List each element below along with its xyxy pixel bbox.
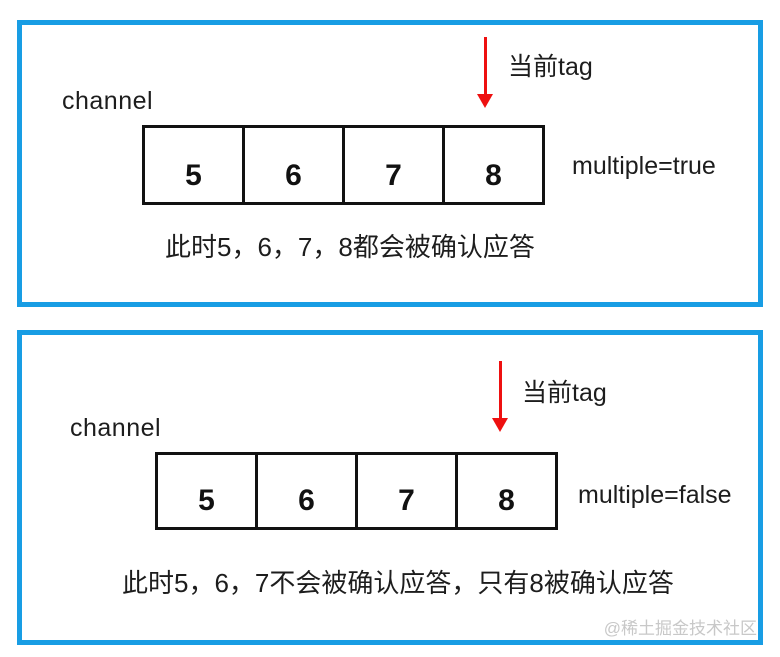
panel-caption: 此时5，6，7不会被确认应答，只有8被确认应答 [122, 568, 674, 598]
channel-cell-6: 6 [245, 128, 345, 202]
channel-cell-7: 7 [345, 128, 445, 202]
channel-label: channel [70, 414, 162, 442]
current-tag-arrow-icon [469, 37, 501, 108]
arrow-head-icon [477, 94, 493, 108]
arrow-line [498, 361, 502, 418]
mode-label: multiple=false [578, 481, 732, 509]
current-tag-label: 当前tag [522, 379, 607, 407]
watermark: @稀土掘金技术社区 [603, 619, 757, 638]
channel-box-row: 5 6 7 8 [155, 452, 558, 530]
arrow-line [483, 37, 487, 94]
panel-caption: 此时5，6，7，8都会被确认应答 [165, 232, 535, 262]
channel-cell-7: 7 [358, 455, 458, 527]
current-tag-arrow-icon [484, 361, 516, 432]
mode-label: multiple=true [572, 152, 716, 180]
channel-cell-5: 5 [145, 128, 245, 202]
panel-multiple-true: channel 当前tag 5 6 7 8 multiple=true 此时5，… [17, 20, 763, 307]
arrow-head-icon [492, 418, 508, 432]
channel-label: channel [62, 87, 154, 115]
channel-cell-5: 5 [158, 455, 258, 527]
channel-box-row: 5 6 7 8 [142, 125, 545, 205]
panel-multiple-false: channel 当前tag 5 6 7 8 multiple=false 此时5… [17, 330, 763, 645]
channel-cell-8: 8 [498, 484, 515, 517]
current-tag-label: 当前tag [508, 53, 593, 81]
channel-cell-6: 6 [258, 455, 358, 527]
channel-cell-8: 8 [485, 159, 502, 192]
